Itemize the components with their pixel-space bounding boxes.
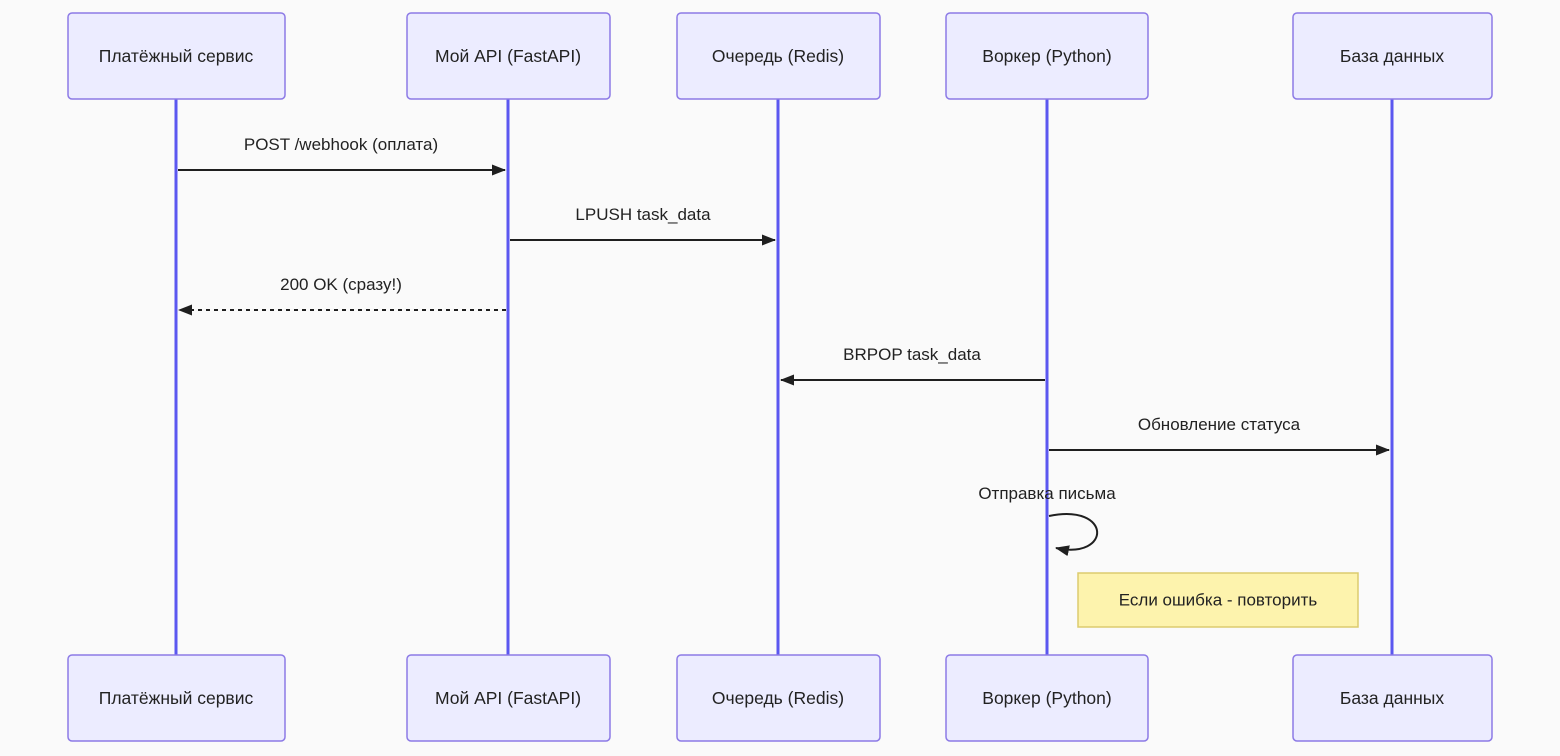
actor-bottom-api: Мой API (FastAPI) xyxy=(406,654,611,742)
actor-box xyxy=(67,654,286,742)
actor-bottom-payment: Платёжный сервис xyxy=(67,654,286,742)
message-update-status: Обновление статуса xyxy=(1049,415,1390,456)
actor-label: Воркер (Python) xyxy=(982,46,1111,66)
self-loop-arrow xyxy=(1048,513,1099,557)
message-200-ok: 200 OK (сразу!) xyxy=(178,275,506,316)
actor-top-payment: Платёжный сервис xyxy=(67,12,286,100)
actor-top-queue: Очередь (Redis) xyxy=(676,12,881,100)
actor-top-api: Мой API (FastAPI) xyxy=(406,12,611,100)
actor-label: Платёжный сервис xyxy=(99,46,254,66)
actor-label: Платёжный сервис xyxy=(99,688,254,708)
actor-label: База данных xyxy=(1340,688,1444,708)
actor-box xyxy=(945,12,1149,100)
actor-label: Очередь (Redis) xyxy=(712,688,844,708)
actor-label: База данных xyxy=(1340,46,1444,66)
note-label: Если ошибка - повторить xyxy=(1119,591,1318,610)
note-box xyxy=(1077,572,1359,628)
actor-bottom-worker: Воркер (Python) xyxy=(945,654,1149,742)
actor-bottom-queue: Очередь (Redis) xyxy=(676,654,881,742)
actor-box xyxy=(676,12,881,100)
message-label: 200 OK (сразу!) xyxy=(280,275,402,294)
actor-bottom-db: База данных xyxy=(1292,654,1493,742)
message-brpop: BRPOP task_data xyxy=(780,345,1045,386)
message-label: Отправка письма xyxy=(978,484,1116,503)
actor-label: Очередь (Redis) xyxy=(712,46,844,66)
actor-box xyxy=(945,654,1149,742)
message-post-webhook: POST /webhook (оплата) xyxy=(178,135,506,176)
message-lpush: LPUSH task_data xyxy=(510,205,776,246)
actor-top-worker: Воркер (Python) xyxy=(945,12,1149,100)
actor-box xyxy=(406,654,611,742)
message-send-email-self: Отправка письма xyxy=(978,484,1116,557)
actor-box xyxy=(1292,12,1493,100)
actor-box xyxy=(676,654,881,742)
message-label: LPUSH task_data xyxy=(575,205,711,224)
actor-label: Воркер (Python) xyxy=(982,688,1111,708)
note: Если ошибка - повторить xyxy=(1077,572,1359,628)
actor-label: Мой API (FastAPI) xyxy=(435,688,581,708)
actor-box xyxy=(406,12,611,100)
actor-box xyxy=(1292,654,1493,742)
actor-box xyxy=(67,12,286,100)
actor-label: Мой API (FastAPI) xyxy=(435,46,581,66)
message-label: BRPOP task_data xyxy=(843,345,981,364)
actor-top-db: База данных xyxy=(1292,12,1493,100)
message-label: POST /webhook (оплата) xyxy=(244,135,438,154)
message-label: Обновление статуса xyxy=(1138,415,1301,434)
